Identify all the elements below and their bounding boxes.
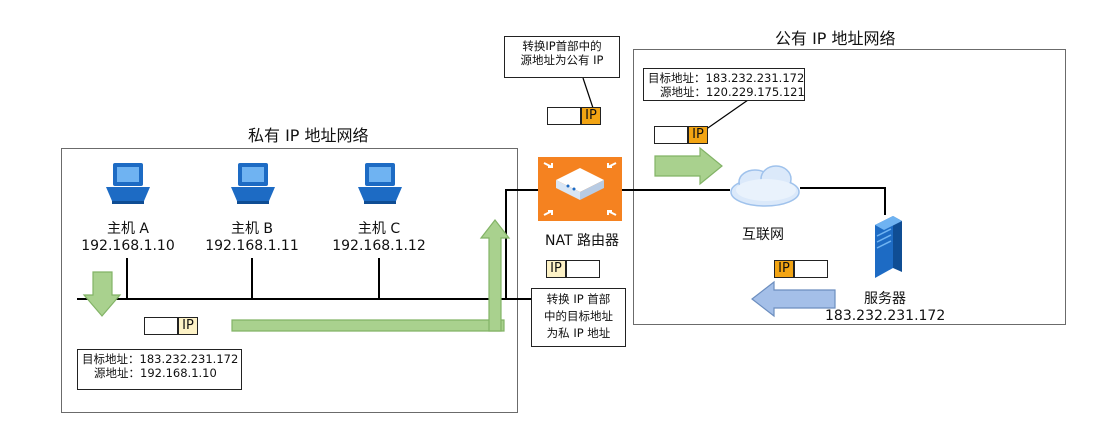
packet-payload: [144, 317, 178, 335]
nat-in-callout-line-2: 中的目标地址: [544, 309, 613, 323]
private-network-title: 私有 IP 地址网络: [248, 126, 369, 145]
packet-ip-header: IP: [581, 107, 601, 125]
host-c-label: 主机 C 192.168.1.12: [329, 221, 429, 255]
packet-ip-header: IP: [178, 317, 198, 335]
host-a-name: 主机 A: [106, 221, 150, 237]
packet-nat-in: IP: [546, 260, 600, 278]
nat-router-icon: [538, 157, 622, 221]
internet-server-link-line: [800, 187, 886, 215]
private-packet-source: 源地址：192.168.1.10: [94, 366, 217, 380]
packet-nat-out: IP: [547, 107, 601, 125]
public-packet-destination: 目标地址：183.232.231.172: [648, 71, 805, 85]
nat-in-callout-line-1: 转换 IP 首部: [546, 292, 611, 306]
internet-cloud-icon: [730, 165, 800, 207]
host-c-ip: 192.168.1.12: [332, 238, 426, 254]
router-lan-link-line: [505, 189, 538, 299]
outbound-up-arrow: [479, 219, 511, 332]
public-packet-source: 源地址：120.229.175.121: [660, 85, 805, 99]
outbound-down-arrow: [82, 271, 122, 317]
host-c-name: 主机 C: [357, 221, 401, 237]
host-a-label: 主机 A 192.168.1.10: [78, 221, 178, 255]
packet-payload: [547, 107, 581, 125]
outbound-internet-arrow: [654, 146, 723, 186]
public-packet-callout: 目标地址：183.232.231.172 源地址：120.229.175.121: [643, 68, 805, 101]
private-network-region: [61, 148, 518, 413]
internet-label: 互联网: [742, 227, 784, 243]
outbound-right-arrow: [231, 319, 505, 332]
packet-ip-header: IP: [546, 260, 566, 278]
host-b-name: 主机 B: [230, 221, 274, 237]
packet-server: IP: [774, 260, 828, 278]
packet-public: IP: [654, 126, 708, 144]
host-b-label: 主机 B 192.168.1.11: [202, 221, 302, 255]
nat-out-callout: 转换IP首部中的 源地址为公有 IP: [504, 36, 620, 78]
nat-in-callout: 转换 IP 首部 中的目标地址 为私 IP 地址: [531, 288, 626, 347]
nat-out-callout-line-2: 源地址为公有 IP: [520, 53, 604, 67]
private-packet-destination: 目标地址：183.232.231.172: [82, 352, 239, 366]
packet-ip-header: IP: [774, 260, 794, 278]
host-a-laptop-icon: [106, 163, 150, 204]
private-packet-callout: 目标地址：183.232.231.172 源地址：192.168.1.10: [77, 349, 242, 390]
server-label: 服务器 183.232.231.172: [825, 291, 945, 325]
packet-private: IP: [144, 317, 198, 335]
nat-out-callout-pointer: [582, 77, 594, 109]
nat-router-label: NAT 路由器: [545, 233, 619, 249]
server-name: 服务器: [864, 291, 906, 307]
packet-payload: [566, 260, 600, 278]
nat-in-callout-line-3: 为私 IP 地址: [546, 326, 611, 340]
public-packet-callout-pointer: [704, 99, 749, 131]
host-c-laptop-icon: [358, 163, 402, 204]
inbound-left-arrow: [751, 280, 836, 318]
packet-ip-header: IP: [688, 126, 708, 144]
nat-out-callout-line-1: 转换IP首部中的: [522, 39, 602, 53]
host-b-ip: 192.168.1.11: [205, 238, 299, 254]
public-network-title: 公有 IP 地址网络: [775, 29, 896, 48]
server-ip: 183.232.231.172: [825, 308, 946, 324]
public-network-region: [633, 49, 1066, 325]
host-a-ip: 192.168.1.10: [81, 238, 175, 254]
host-b-laptop-icon: [231, 163, 275, 204]
server-icon: [875, 216, 902, 278]
packet-payload: [794, 260, 828, 278]
packet-payload: [654, 126, 688, 144]
